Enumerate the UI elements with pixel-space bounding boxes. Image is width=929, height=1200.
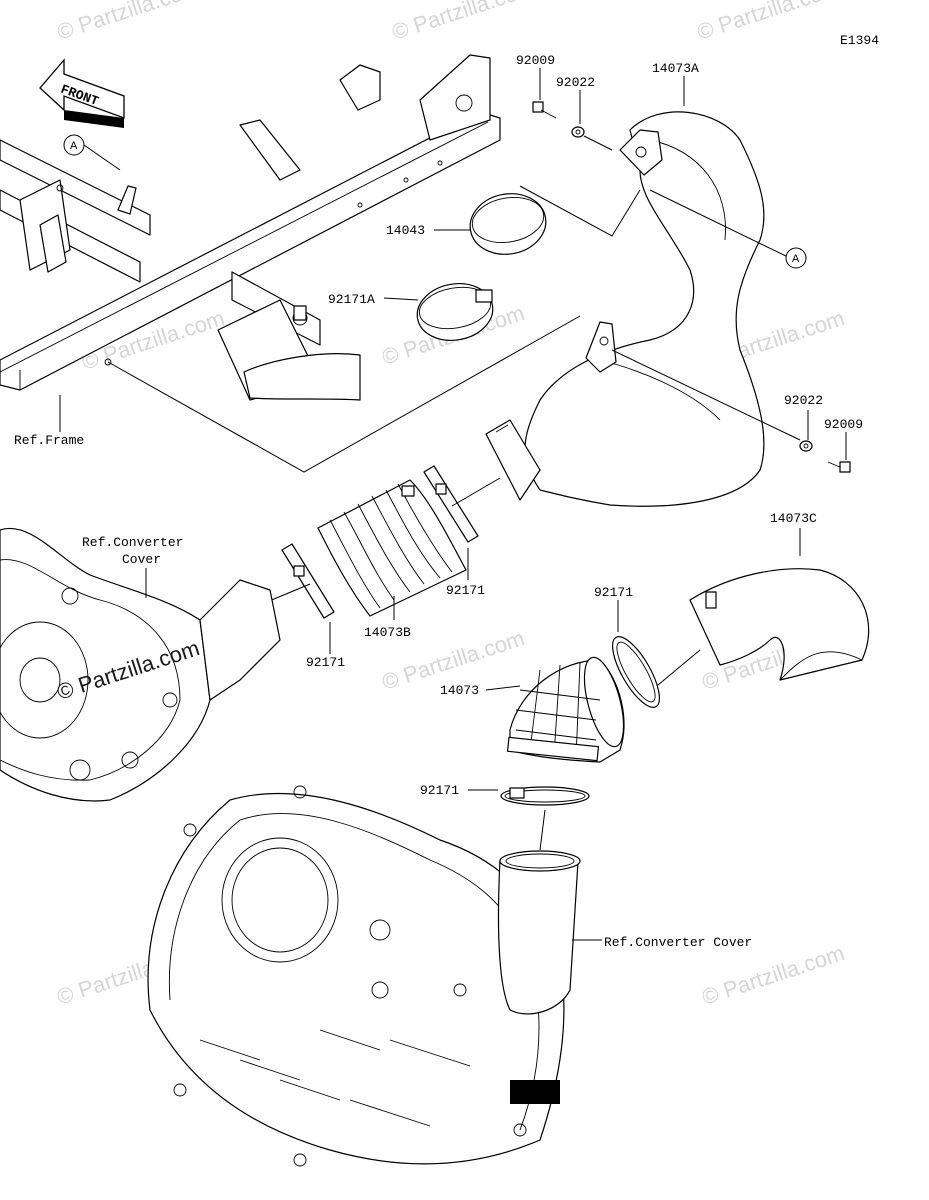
clamp-92171-left <box>281 543 335 619</box>
label-92009-top: 92009 <box>516 53 555 68</box>
elbow-14073c <box>689 568 870 681</box>
label-92171-low: 92171 <box>420 783 459 798</box>
screw-92009-top <box>532 101 557 119</box>
clamp-92171a <box>416 283 494 341</box>
watermark: © Partzilla.com <box>699 940 848 1010</box>
label-92171-left: 92171 <box>306 655 345 670</box>
label-92022-right: 92022 <box>784 393 823 408</box>
label-14043: 14043 <box>386 223 425 238</box>
watermark: © Partzilla.com <box>389 0 538 45</box>
washer-92022-top <box>571 126 585 138</box>
callout-letter: A <box>792 253 800 265</box>
converter-cover-bottom <box>147 785 581 1167</box>
callout-a-left: A <box>63 134 121 171</box>
clamp-92171-mid <box>423 465 479 543</box>
clamp-92171-low <box>500 786 590 806</box>
watermark: © Partzilla.com <box>54 0 203 45</box>
converter-cover-left <box>0 527 281 802</box>
duct-14073a <box>485 111 765 507</box>
callout-a-right: A <box>649 189 807 269</box>
clamp-92171-right <box>612 636 660 708</box>
watermark: © Partzilla.com <box>694 0 843 45</box>
label-ref-frame: Ref.Frame <box>14 433 84 448</box>
label-14073a: 14073A <box>652 61 699 76</box>
screw-92009-right <box>827 461 851 473</box>
label-14073: 14073 <box>440 683 479 698</box>
washer-92022-right <box>799 440 813 452</box>
label-92171-right: 92171 <box>594 585 633 600</box>
label-14073b: 14073B <box>364 625 411 640</box>
label-14073c: 14073C <box>770 511 817 526</box>
diagram-code: E1394 <box>840 33 879 48</box>
inlet-14073 <box>506 656 625 763</box>
label-92171a: 92171A <box>328 292 375 307</box>
front-arrow-icon: FRONT <box>39 58 125 128</box>
label-92022-top: 92022 <box>556 75 595 90</box>
label-ref-converter-cover-2: Cover <box>122 552 161 567</box>
callout-letter: A <box>70 140 78 152</box>
bellows-14073b <box>317 479 467 617</box>
label-ref-converter-cover-1: Ref.Converter <box>82 535 183 550</box>
label-92009-right: 92009 <box>824 417 863 432</box>
frame-assembly <box>0 54 501 401</box>
ring-14043 <box>469 193 547 255</box>
label-92171-mid: 92171 <box>446 583 485 598</box>
label-ref-converter-cover-right: Ref.Converter Cover <box>604 935 752 950</box>
